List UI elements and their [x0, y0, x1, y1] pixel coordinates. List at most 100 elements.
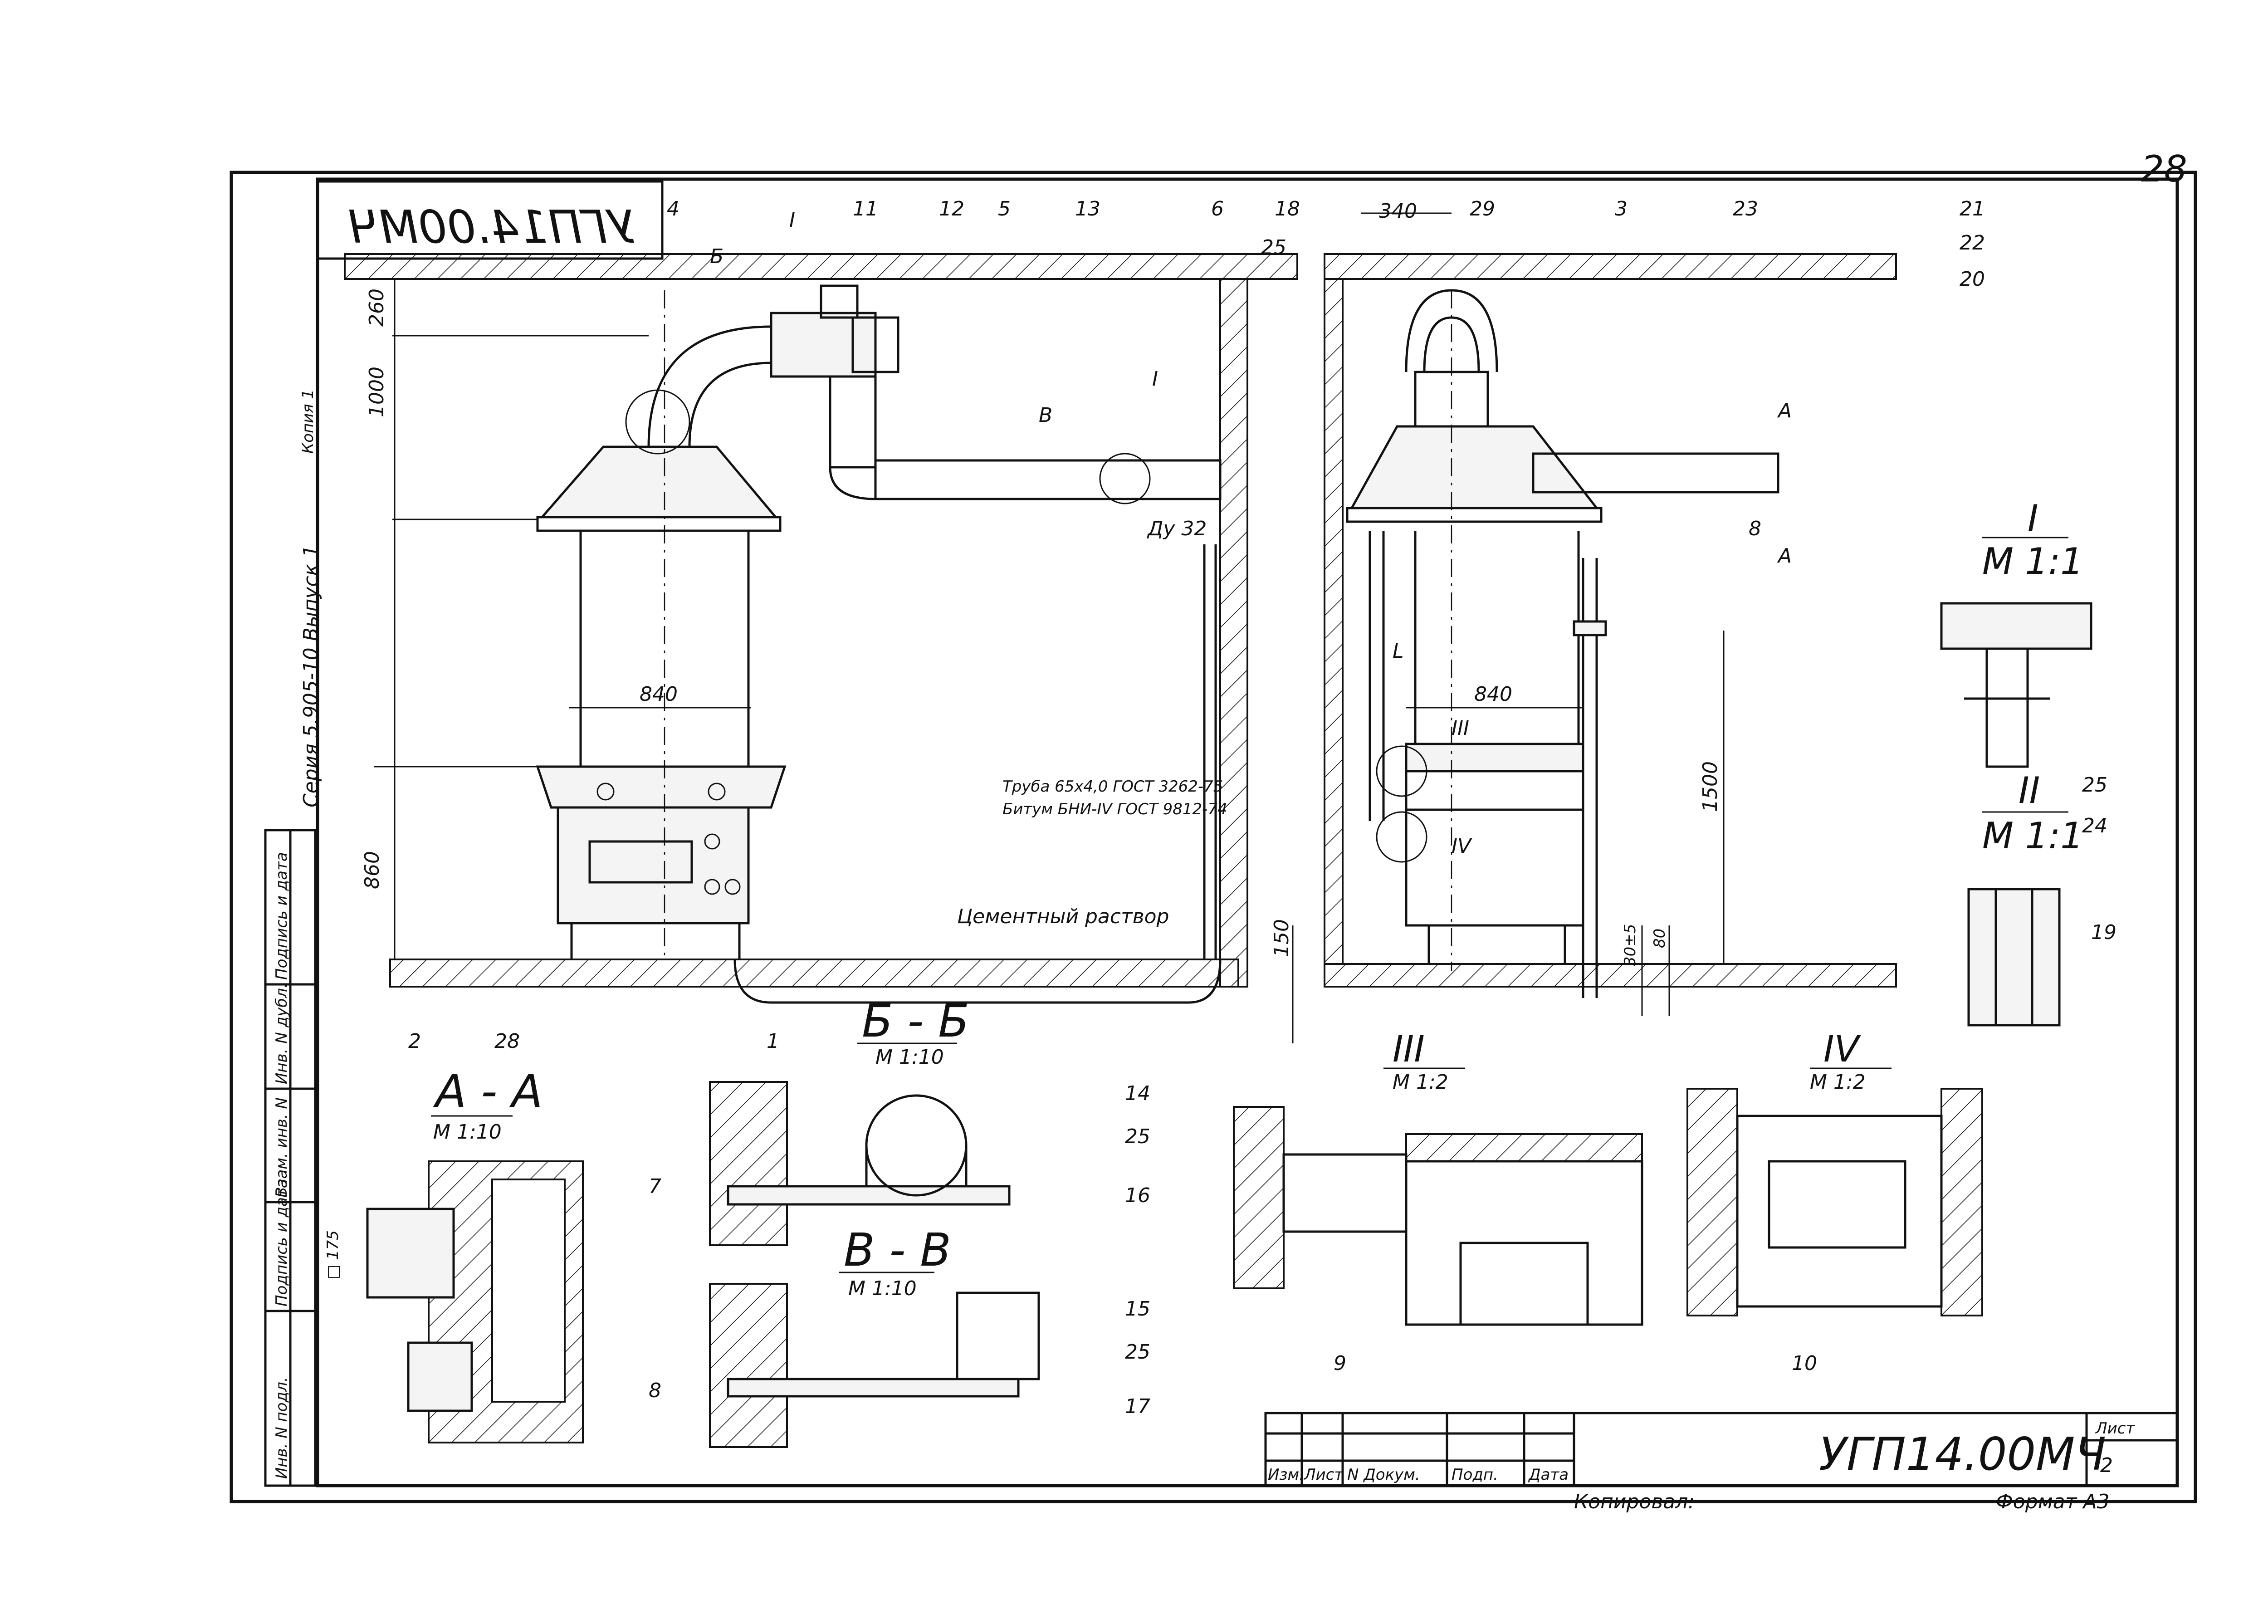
callout-iii: III	[1452, 717, 1469, 740]
callout-i-top: I	[789, 209, 795, 232]
detail-iii: III М 1:2 9	[1233, 1028, 1643, 1375]
detail-i-title: I	[2028, 497, 2038, 539]
page-number: 28	[2141, 148, 2187, 190]
detail-iii-scale: М 1:2	[1393, 1071, 1448, 1094]
series-copy: Копия 1	[299, 389, 317, 454]
main-view: 260 1000 840 860 150 4 Б I 11 12 5 13 6 …	[344, 197, 1300, 1053]
detail-iv-title: IV	[1823, 1028, 1862, 1070]
callout-l: L	[1393, 640, 1404, 663]
format-label: Формат А3	[1996, 1490, 2110, 1513]
title-col-data: Дата	[1528, 1466, 1569, 1484]
callout-21: 21	[1960, 197, 1985, 220]
title-sheet-no: 2	[2100, 1454, 2113, 1477]
callout-2: 2	[408, 1030, 421, 1053]
section-vv-scale: М 1:10	[848, 1277, 917, 1300]
section-aa-callout-8: 8	[649, 1379, 661, 1402]
section-bb-callout-16: 16	[1125, 1184, 1150, 1207]
section-aa-scale: М 1:10	[433, 1120, 502, 1144]
callout-4: 4	[667, 197, 679, 220]
callout-5: 5	[998, 197, 1011, 220]
title-col-podp: Подп.	[1452, 1466, 1498, 1484]
dim-840: 840	[640, 683, 678, 706]
section-b-b: Б - Б М 1:10 14 25 16	[709, 994, 1150, 1246]
callout-v-section: В	[1039, 404, 1052, 427]
detail-iv: IV М 1:2 10	[1686, 1028, 1983, 1375]
strip-label-3: Взам. инв. N	[273, 1097, 291, 1198]
callout-22: 22	[1960, 231, 1985, 254]
title-col-list: Лист	[1303, 1466, 1344, 1484]
section-v-v: В - В М 1:10 15 25 17	[709, 1223, 1150, 1448]
title-block: Изм. Лист N Докум. Подп. Дата УГП14.00МЧ…	[1264, 1412, 2179, 1487]
callout-a-top: А	[1777, 399, 1792, 422]
callout-12: 12	[939, 197, 964, 220]
strip-label-4: Инв. N дубл.	[273, 983, 291, 1084]
pipe-label-du32: Ду 32	[1147, 517, 1207, 540]
section-vv-callout-25: 25	[1125, 1340, 1150, 1364]
callout-iv: IV	[1452, 835, 1472, 858]
dim-260: 260	[365, 289, 388, 327]
strip-label-2: Подпись и дата	[273, 1179, 291, 1306]
callout-1: 1	[767, 1030, 779, 1053]
callout-28: 28	[494, 1030, 520, 1053]
title-col-ndoc: N Докум.	[1347, 1466, 1420, 1484]
dim-150: 150	[1270, 919, 1293, 957]
callout-3: 3	[1615, 197, 1628, 220]
note-bitumen: Битум БНИ-IV ГОСТ 9812-74	[1002, 800, 1227, 818]
detail-iii-callout-9: 9	[1334, 1352, 1346, 1375]
dim-840-side: 840	[1474, 683, 1512, 706]
mirrored-code: УГП14.00МЧ	[348, 201, 635, 254]
title-sheet-label: Лист	[2095, 1419, 2135, 1438]
title-col-izm: Изм.	[1268, 1466, 1304, 1484]
outer-frame	[230, 171, 2197, 1503]
callout-20: 20	[1960, 268, 1985, 291]
dim-80: 80	[1651, 929, 1669, 948]
callout-a-bottom: А	[1777, 544, 1792, 567]
section-aa-callout-7: 7	[649, 1175, 661, 1198]
section-vv-callout-15: 15	[1125, 1297, 1150, 1321]
callout-11: 11	[853, 197, 878, 220]
callout-25-top: 25	[1261, 236, 1286, 259]
detail-iv-callout-10: 10	[1792, 1352, 1817, 1375]
dim-1500: 1500	[1699, 761, 1722, 812]
note-pipe-gost: Труба 65x4,0 ГОСТ 3262-75	[1002, 778, 1223, 796]
mirrored-code-box: УГП14.00МЧ	[316, 180, 664, 260]
callout-18: 18	[1275, 197, 1300, 220]
dim-30-5: 30±5	[1621, 924, 1639, 966]
callout-6: 6	[1211, 197, 1224, 220]
series-note: Серия 5.905-10 Выпуск 1	[299, 545, 323, 807]
detail-i-scale: М 1:1	[1982, 540, 2083, 582]
section-a-a: А - А М 1:10 □ 175 7 8	[324, 1065, 661, 1443]
detail-i-callout-24: 24	[2082, 814, 2107, 837]
detail-ii-callout-19: 19	[2091, 921, 2116, 944]
strip-label-5: Подпись и дата	[273, 852, 291, 980]
detail-i-callout-25: 25	[2082, 773, 2107, 797]
section-bb-callout-25: 25	[1125, 1125, 1150, 1148]
callout-i-duct: I	[1152, 367, 1158, 391]
section-vv-callout-17: 17	[1125, 1395, 1150, 1418]
detail-ii-scale: М 1:1	[1982, 815, 2083, 857]
detail-ii: II М 1:1 19	[1967, 769, 2116, 1027]
detail-iv-scale: М 1:2	[1810, 1071, 1866, 1094]
callout-13: 13	[1075, 197, 1100, 220]
callout-23: 23	[1733, 197, 1758, 220]
section-vv-title: В - В	[844, 1223, 951, 1277]
detail-i: I М 1:1 25 24	[1940, 497, 2107, 837]
strip-label-1: Инв. N подл.	[273, 1377, 291, 1479]
section-bb-title: Б - Б	[862, 994, 969, 1047]
callout-8-side: 8	[1749, 517, 1761, 540]
dim-1000: 1000	[365, 367, 388, 417]
section-bb-scale: М 1:10	[875, 1046, 944, 1069]
title-code: УГП14.00МЧ	[1819, 1428, 2106, 1481]
callout-29: 29	[1470, 197, 1495, 220]
dim-340: 340	[1379, 200, 1417, 223]
dim-860: 860	[361, 851, 384, 889]
callout-b-top: Б	[710, 245, 723, 268]
section-aa-title: А - А	[433, 1065, 543, 1118]
side-view: 340 840 1500 30±5 80 29 3 23 21 22 20 А …	[1324, 197, 1985, 1016]
inner-frame	[316, 177, 2179, 1487]
detail-ii-title: II	[2019, 769, 2040, 812]
detail-iii-title: III	[1393, 1028, 1425, 1070]
note-cement: Цементный раствор	[957, 905, 1169, 928]
section-bb-callout-14: 14	[1125, 1082, 1150, 1105]
